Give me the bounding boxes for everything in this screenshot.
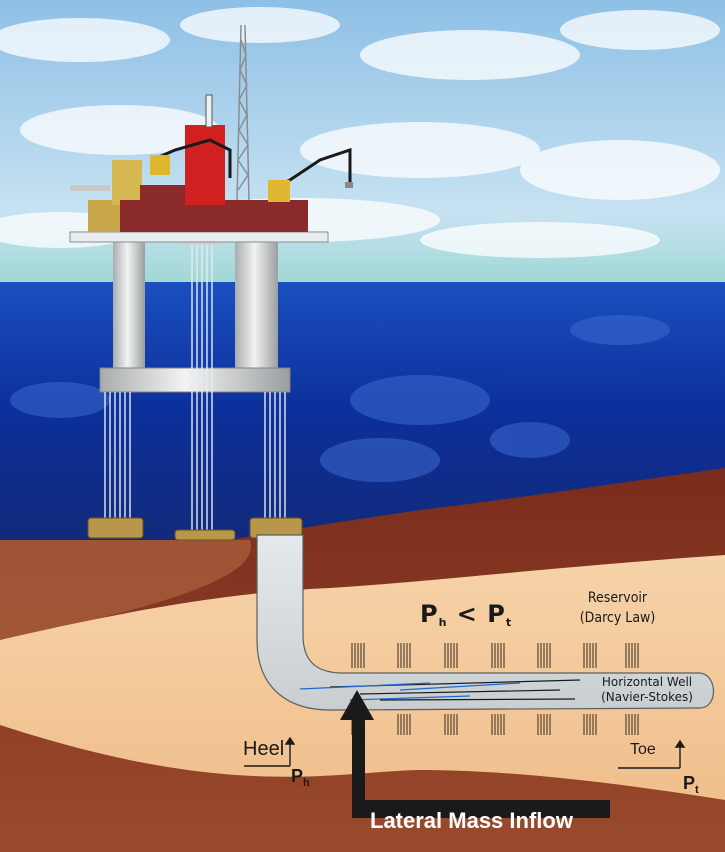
wellbore (256, 534, 714, 711)
horizontal-well-label: Horizontal Well (Navier-Stokes) (577, 675, 717, 705)
heel-label: Heel (243, 738, 285, 760)
heel-p: P (291, 766, 304, 786)
risers (104, 245, 286, 535)
less-than-sign: < (456, 600, 478, 628)
platform-substructure (99, 240, 291, 393)
sea-mottling (10, 315, 670, 482)
pressure-inequality: Ph < Pt (420, 600, 512, 629)
clouds (0, 7, 720, 258)
reservoir-label: Reservoir (Darcy Law) (545, 588, 690, 628)
horizontal-well-subtitle: (Navier-Stokes) (601, 690, 693, 704)
up-arrow-icon (340, 690, 610, 818)
heel-pressure-symbol: P (420, 600, 439, 628)
toe-p-sub: t (695, 784, 699, 796)
seabed-light (0, 540, 252, 640)
offshore-platform-icon (69, 24, 353, 243)
lateral-mass-inflow-label: Lateral Mass Inflow (370, 808, 573, 833)
wellheads (87, 517, 303, 541)
pressure-markers (244, 736, 686, 769)
heel-p-sub: h (303, 777, 310, 789)
toe-p: P (683, 773, 696, 793)
reservoir-subtitle: (Darcy Law) (579, 610, 656, 626)
flow-arrows (299, 679, 581, 701)
heel-pressure-subscript: h (438, 616, 448, 629)
reservoir-title: Reservoir (587, 590, 648, 606)
horizontal-well-title: Horizontal Well (601, 675, 693, 689)
toe-pressure-label: Pt (683, 773, 699, 796)
toe-pressure-symbol: P (487, 600, 506, 628)
heel-pressure-label: Ph (291, 766, 310, 789)
toe-pressure-subscript: t (505, 616, 513, 629)
toe-label: Toe (630, 741, 656, 758)
